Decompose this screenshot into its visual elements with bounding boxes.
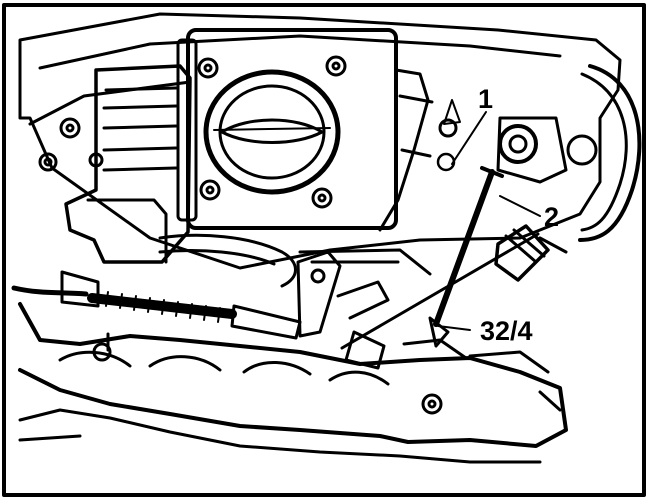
throttle-bore (203, 69, 341, 195)
leader-1 (451, 111, 487, 165)
vacuum-hose (578, 64, 642, 242)
cable-adjuster (87, 293, 237, 319)
bypass-pipe (298, 248, 432, 276)
leader-2 (499, 195, 541, 217)
throttle-bolts (197, 55, 347, 209)
plenum-rib (28, 80, 192, 126)
throttle-plate (220, 118, 324, 144)
vacuum-hose-inner (580, 72, 628, 232)
lower-bolt-1 (92, 342, 112, 362)
linkage-bracket (378, 68, 430, 232)
plenum-outline (18, 12, 622, 270)
linkage-nut (438, 118, 458, 138)
leader-3 (437, 325, 471, 331)
tool-rod (433, 169, 495, 327)
throttle-bore-inner (218, 84, 326, 180)
callout-32-4: 32/4 (480, 316, 533, 346)
throttle-shaft (213, 127, 331, 131)
frame-border (2, 3, 646, 497)
throttle-lever (296, 250, 342, 338)
middle-hose (158, 233, 297, 288)
fuel-injector (494, 224, 550, 282)
lower-bolt-2 (421, 393, 443, 415)
tool-rod-2 (340, 232, 540, 350)
callout-1: 1 (478, 84, 493, 114)
left-housing (64, 64, 192, 264)
clip-1 (436, 152, 456, 172)
plenum-inner-edge (38, 34, 562, 70)
throttle-cable (11, 285, 89, 297)
lower-manifold (18, 302, 568, 448)
hex-bolt (498, 124, 538, 164)
cable-end (230, 304, 302, 340)
callout-2: 2 (544, 202, 559, 232)
bolt-boss (496, 116, 568, 184)
